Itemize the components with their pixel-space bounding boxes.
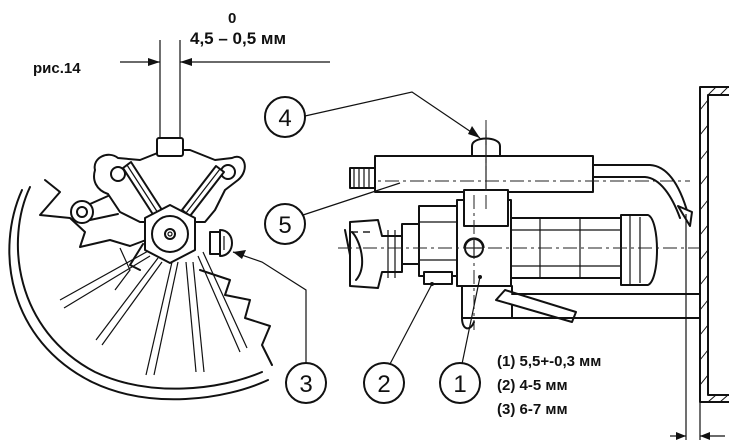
gap-dimension-upper-tolerance: 0 — [228, 10, 236, 27]
right-view-assembly — [338, 86, 729, 440]
spec-line-1: (1) 5,5+-0,3 мм — [497, 353, 601, 370]
figure-label: рис.14 — [33, 60, 81, 77]
callout-4: 4 — [264, 96, 306, 138]
spec-legend: (1) 5,5+-0,3 мм (2) 4-5 мм (3) 6-7 мм — [497, 353, 601, 418]
svg-text:5: 5 — [278, 212, 291, 239]
svg-text:4: 4 — [278, 105, 291, 132]
svg-text:1: 1 — [453, 371, 466, 398]
callout-2: 2 — [363, 362, 405, 404]
svg-text:2: 2 — [377, 371, 390, 398]
callout-1: 1 — [439, 362, 481, 404]
gap-dimension-value: 4,5 – 0,5 мм — [190, 29, 286, 48]
callout-3: 3 — [285, 362, 327, 404]
svg-text:3: 3 — [299, 371, 312, 398]
callout-5: 5 — [264, 203, 306, 245]
spec-line-2: (2) 4-5 мм — [497, 377, 568, 394]
spec-line-3: (3) 6-7 мм — [497, 401, 568, 418]
left-view-assembly — [8, 137, 273, 401]
callout-leaders — [232, 91, 482, 365]
